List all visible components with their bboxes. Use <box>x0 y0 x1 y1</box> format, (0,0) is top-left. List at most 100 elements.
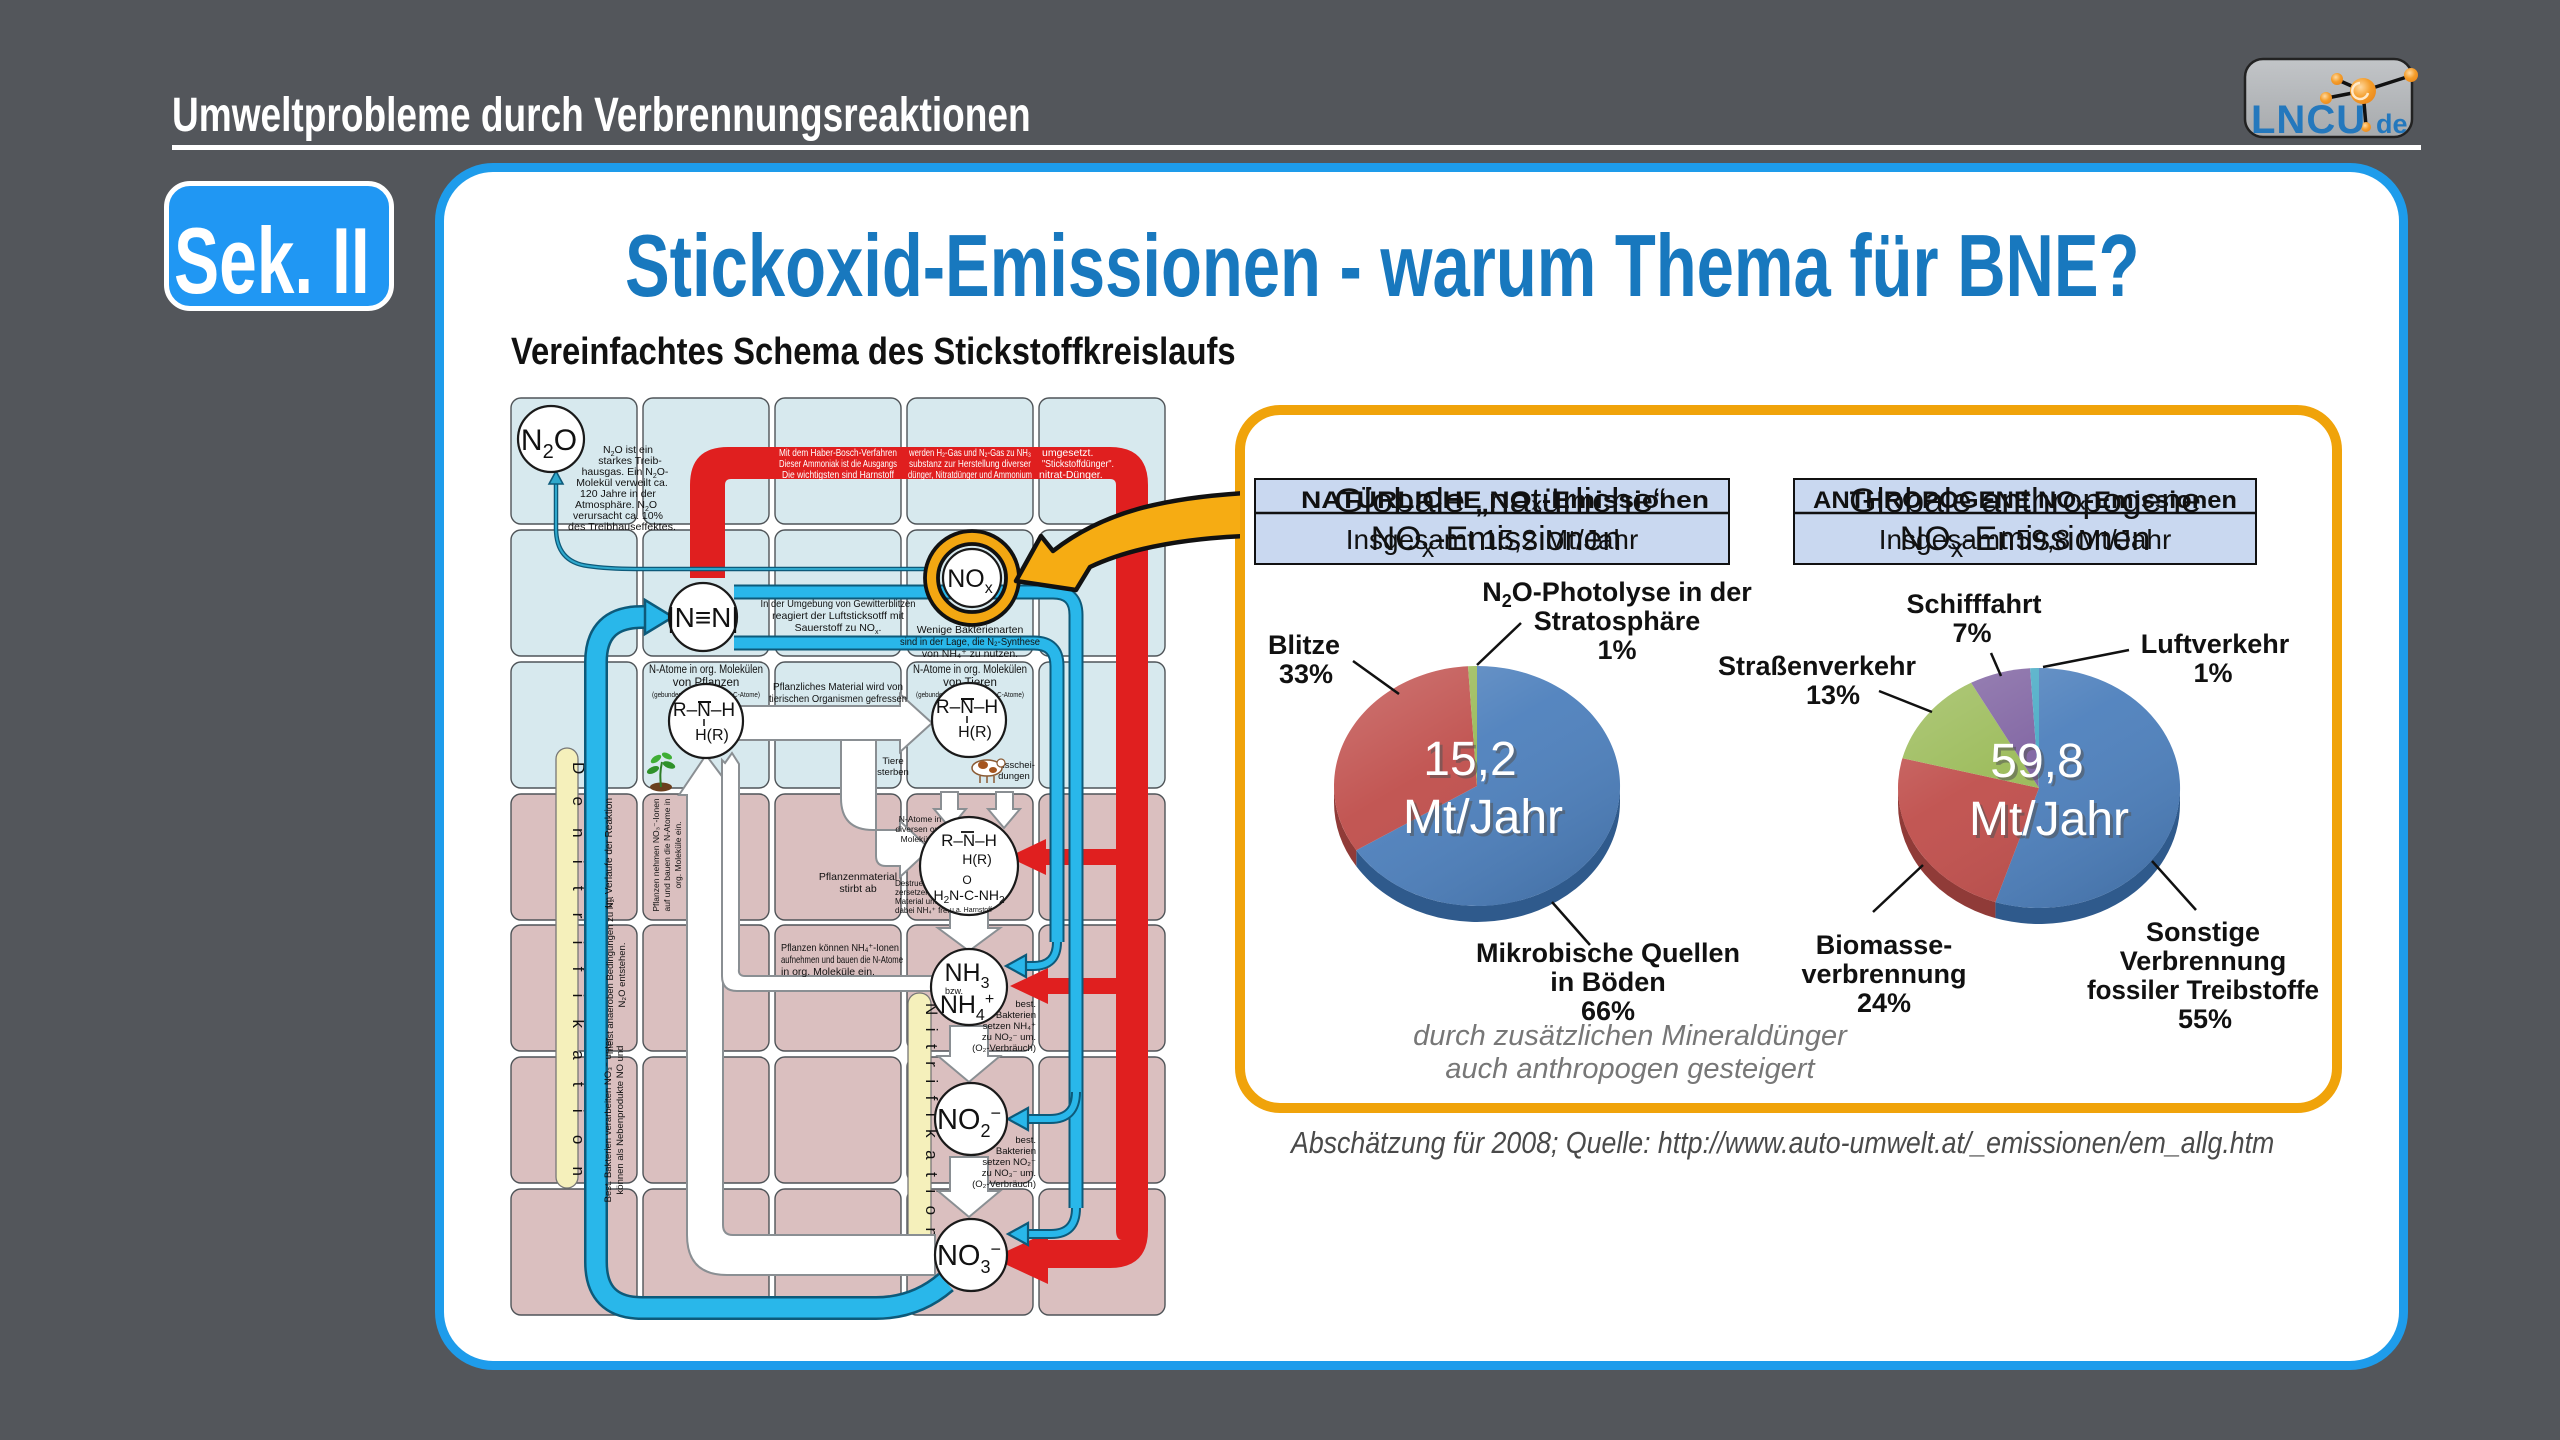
svg-text:Mt/Jahr: Mt/Jahr <box>1403 791 1563 844</box>
svg-text:de: de <box>2376 109 2408 139</box>
svg-text:dabei NH₄⁺ frei: dabei NH₄⁺ frei <box>895 906 949 915</box>
svg-text:verbrennung: verbrennung <box>1801 959 1966 989</box>
svg-text:33%: 33% <box>1279 659 1333 689</box>
svg-text:sind in der Lage, die N₂-Synth: sind in der Lage, die N₂-Synthese <box>900 636 1040 648</box>
svg-text:NOx-Emissionen: NOx-Emissionen <box>1900 520 2151 563</box>
svg-text:Ausschei-: Ausschei- <box>993 760 1035 771</box>
svg-text:NOx-Emissionen: NOx-Emissionen <box>1371 520 1622 563</box>
svg-text:Tiere: Tiere <box>882 756 903 767</box>
svg-text:(O₂-Verbräuch): (O₂-Verbräuch) <box>972 1179 1036 1190</box>
svg-text:15,2: 15,2 <box>1426 736 1519 789</box>
svg-text:55%: 55% <box>2178 1004 2232 1034</box>
svg-text:Mikrobische Quellen: Mikrobische Quellen <box>1476 938 1740 968</box>
svg-text:u.a. Harnstoff: u.a. Harnstoff <box>950 907 992 914</box>
svg-text:N-Atome in org. Molekülen: N-Atome in org. Molekülen <box>913 664 1027 676</box>
svg-text:werden H₂-Gas und N₂-Gas zu NH: werden H₂-Gas und N₂-Gas zu NH₃ <box>908 447 1031 459</box>
svg-text:NATÜRLICHE NOₓ-Emissionen: NATÜRLICHE NOₓ-Emissionen <box>1301 487 1709 514</box>
svg-text:NO2−: NO2− <box>937 1103 1001 1141</box>
svg-text:NH4+: NH4+ <box>940 991 994 1024</box>
svg-text:Mt/Jahr: Mt/Jahr <box>1406 794 1566 847</box>
svg-text:Sonstige: Sonstige <box>2146 917 2260 947</box>
svg-text:R–N–H: R–N–H <box>673 700 735 721</box>
svg-text:N-Atome in: N-Atome in <box>899 814 942 824</box>
svg-text:zu NO₃⁻ um.: zu NO₃⁻ um. <box>982 1168 1036 1179</box>
svg-text:nitrat-Dünger.: nitrat-Dünger. <box>1039 469 1103 481</box>
svg-text:|N≡N|: |N≡N| <box>667 602 738 633</box>
svg-text:Insgesamt 59,8 Mt/Jahr: Insgesamt 59,8 Mt/Jahr <box>1879 524 2172 555</box>
svg-text:Straßenverkehr: Straßenverkehr <box>1718 651 1917 681</box>
svg-text:Verbrennung: Verbrennung <box>2120 946 2287 976</box>
svg-text:59,8: 59,8 <box>1990 735 2083 788</box>
svg-text:tierischen Organismen gefresse: tierischen Organismen gefressen <box>769 694 907 705</box>
svg-text:zersetzen org.: zersetzen org. <box>895 888 946 897</box>
svg-text:H(R): H(R) <box>962 851 992 867</box>
svg-text:Mit dem Haber-Bosch-Verfahren: Mit dem Haber-Bosch-Verfahren <box>779 447 897 459</box>
svg-text:dungen: dungen <box>998 771 1030 782</box>
svg-text:von NH₄⁺ zu nutzen.: von NH₄⁺ zu nutzen. <box>922 648 1018 660</box>
svg-text:umgesetzt.: umgesetzt. <box>1042 447 1093 459</box>
svg-text:reagiert der Luftsticksotff mi: reagiert der Luftsticksotff mit <box>772 610 904 622</box>
svg-text:Molekülen: Molekülen <box>901 834 940 844</box>
svg-text:setzen NO₂⁻: setzen NO₂⁻ <box>982 1157 1036 1168</box>
svg-text:H(R): H(R) <box>958 724 992 741</box>
svg-text:N2O: N2O <box>521 424 577 463</box>
svg-text:bzw.: bzw. <box>945 986 963 996</box>
svg-text:stirbt ab: stirbt ab <box>839 883 877 895</box>
svg-text:H2N-C-NH2: H2N-C-NH2 <box>933 887 1004 906</box>
svg-text:15,2: 15,2 <box>1423 733 1516 786</box>
svg-text:substanz zur Herstellung diver: substanz zur Herstellung diverser <box>909 458 1031 470</box>
svg-text:13%: 13% <box>1806 680 1860 710</box>
svg-text:H(R): H(R) <box>695 727 729 744</box>
svg-text:1%: 1% <box>2193 658 2232 688</box>
svg-text:N₂O entstehen.: N₂O entstehen. <box>617 943 628 1008</box>
svg-text:Blitze: Blitze <box>1268 630 1340 660</box>
svg-text:Stratosphäre: Stratosphäre <box>1534 606 1701 636</box>
svg-text:Dieser Ammoniak ist die Ausgan: Dieser Ammoniak ist die Ausgangs <box>779 458 897 470</box>
svg-text:120 Jahre in der: 120 Jahre in der <box>580 488 656 500</box>
svg-text:Insgesamt 15,2 Mt/Jahr: Insgesamt 15,2 Mt/Jahr <box>1346 524 1639 555</box>
svg-text:in org. Moleküle ein.: in org. Moleküle ein. <box>781 966 875 978</box>
svg-text:diversen org.: diversen org. <box>895 824 944 834</box>
svg-text:Globale anthropogene: Globale anthropogene <box>1849 482 2201 520</box>
svg-text:N2O-Photolyse in der: N2O-Photolyse in der <box>1482 577 1752 611</box>
svg-text:fossiler Treibstoffe: fossiler Treibstoffe <box>2087 975 2319 1005</box>
svg-text:Schifffahrt: Schifffahrt <box>1907 589 2042 619</box>
svg-text:auch anthropogen gesteigert: auch anthropogen gesteigert <box>1445 1053 1816 1085</box>
svg-text:Pflanzliches Material wird von: Pflanzliches Material wird von <box>773 682 903 693</box>
svg-text:Molekül verweilt ca.: Molekül verweilt ca. <box>576 477 668 489</box>
svg-text:R–N–H: R–N–H <box>936 697 998 718</box>
svg-text:verursacht ca. 10%: verursacht ca. 10% <box>573 510 663 522</box>
svg-text:Sauerstoff zu NOx.: Sauerstoff zu NOx. <box>795 622 882 636</box>
svg-text:Material und setzen: Material und setzen <box>895 897 965 906</box>
svg-text:hausgas. Ein N2O-: hausgas. Ein N2O- <box>582 466 669 480</box>
svg-text:Globale „natürliche“: Globale „natürliche“ <box>1334 482 1666 520</box>
svg-text:Bakterien: Bakterien <box>996 1010 1036 1021</box>
svg-text:Best. Bakterien verarbeiten NO: Best. Bakterien verarbeiten NO₃⁻ unter <box>603 1038 614 1203</box>
svg-text:Mt/Jahr: Mt/Jahr <box>1972 796 2132 849</box>
svg-text:Destruenten: Destruenten <box>895 879 939 888</box>
svg-text:Biomasse-: Biomasse- <box>1816 930 1953 960</box>
svg-text:Die wichtigsten sind Harnstoff: Die wichtigsten sind Harnstoff <box>782 469 894 481</box>
svg-text:org. Moleküle ein.: org. Moleküle ein. <box>673 821 683 888</box>
svg-text:meist anaeroben Bedingungen zu: meist anaeroben Bedingungen zu N₂. <box>605 896 616 1054</box>
svg-text:NO3−: NO3− <box>937 1239 1001 1277</box>
svg-text:des Treibhauseffektes.: des Treibhauseffektes. <box>568 521 676 533</box>
svg-text:(O₂-Verbräuch): (O₂-Verbräuch) <box>972 1043 1036 1054</box>
svg-text:Atmosphäre. N2O: Atmosphäre. N2O <box>575 499 657 513</box>
svg-text:durch zusätzlichen Mineraldüng: durch zusätzlichen Mineraldünger <box>1413 1020 1848 1052</box>
svg-text:sterben: sterben <box>877 767 909 778</box>
svg-text:N-Atome in org. Molekülen: N-Atome in org. Molekülen <box>649 664 763 676</box>
svg-text:66%: 66% <box>1581 996 1635 1026</box>
svg-text:R–N–H: R–N–H <box>941 831 997 850</box>
svg-text:O: O <box>962 873 971 887</box>
svg-text:7%: 7% <box>1952 618 1991 648</box>
svg-text:best.: best. <box>1015 999 1036 1010</box>
svg-text:best.: best. <box>1015 1135 1036 1146</box>
svg-text:können als Nebenprodukte NO un: können als Nebenprodukte NO und <box>615 1046 626 1195</box>
svg-text:Bakterien: Bakterien <box>996 1146 1036 1157</box>
svg-text:starkes Treib-: starkes Treib- <box>598 455 662 467</box>
svg-text:Luftverkehr: Luftverkehr <box>2141 629 2290 659</box>
svg-text:N2O ist ein: N2O ist ein <box>603 444 653 458</box>
svg-text:59,8: 59,8 <box>1993 738 2086 791</box>
svg-text:auf und bauen die N-Atome in: auf und bauen die N-Atome in <box>662 798 672 911</box>
